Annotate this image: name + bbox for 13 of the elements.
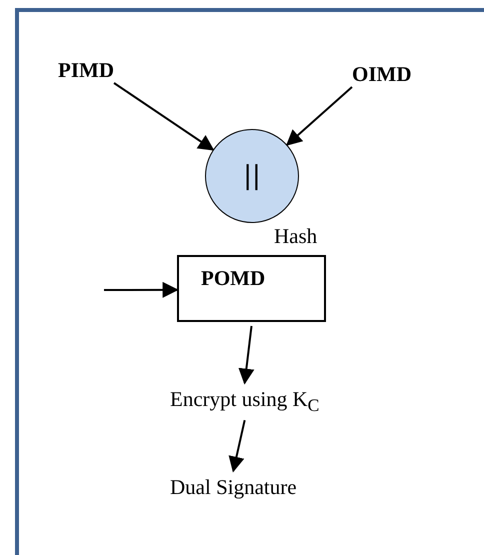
hash-label: Hash	[274, 224, 318, 249]
node-label: PIMD	[58, 58, 114, 83]
arrow	[286, 86, 353, 146]
arrow	[104, 282, 179, 298]
node-label: Dual Signature	[170, 475, 297, 500]
arrow	[113, 82, 214, 151]
node-label: OIMD	[352, 62, 412, 87]
concatenation-symbol: ||	[243, 161, 261, 191]
arrow	[228, 420, 246, 473]
process-box	[177, 255, 326, 322]
node-label: POMD	[201, 266, 266, 291]
arrow	[238, 326, 254, 385]
node-label: Encrypt using K$_{C}$	[170, 387, 320, 416]
